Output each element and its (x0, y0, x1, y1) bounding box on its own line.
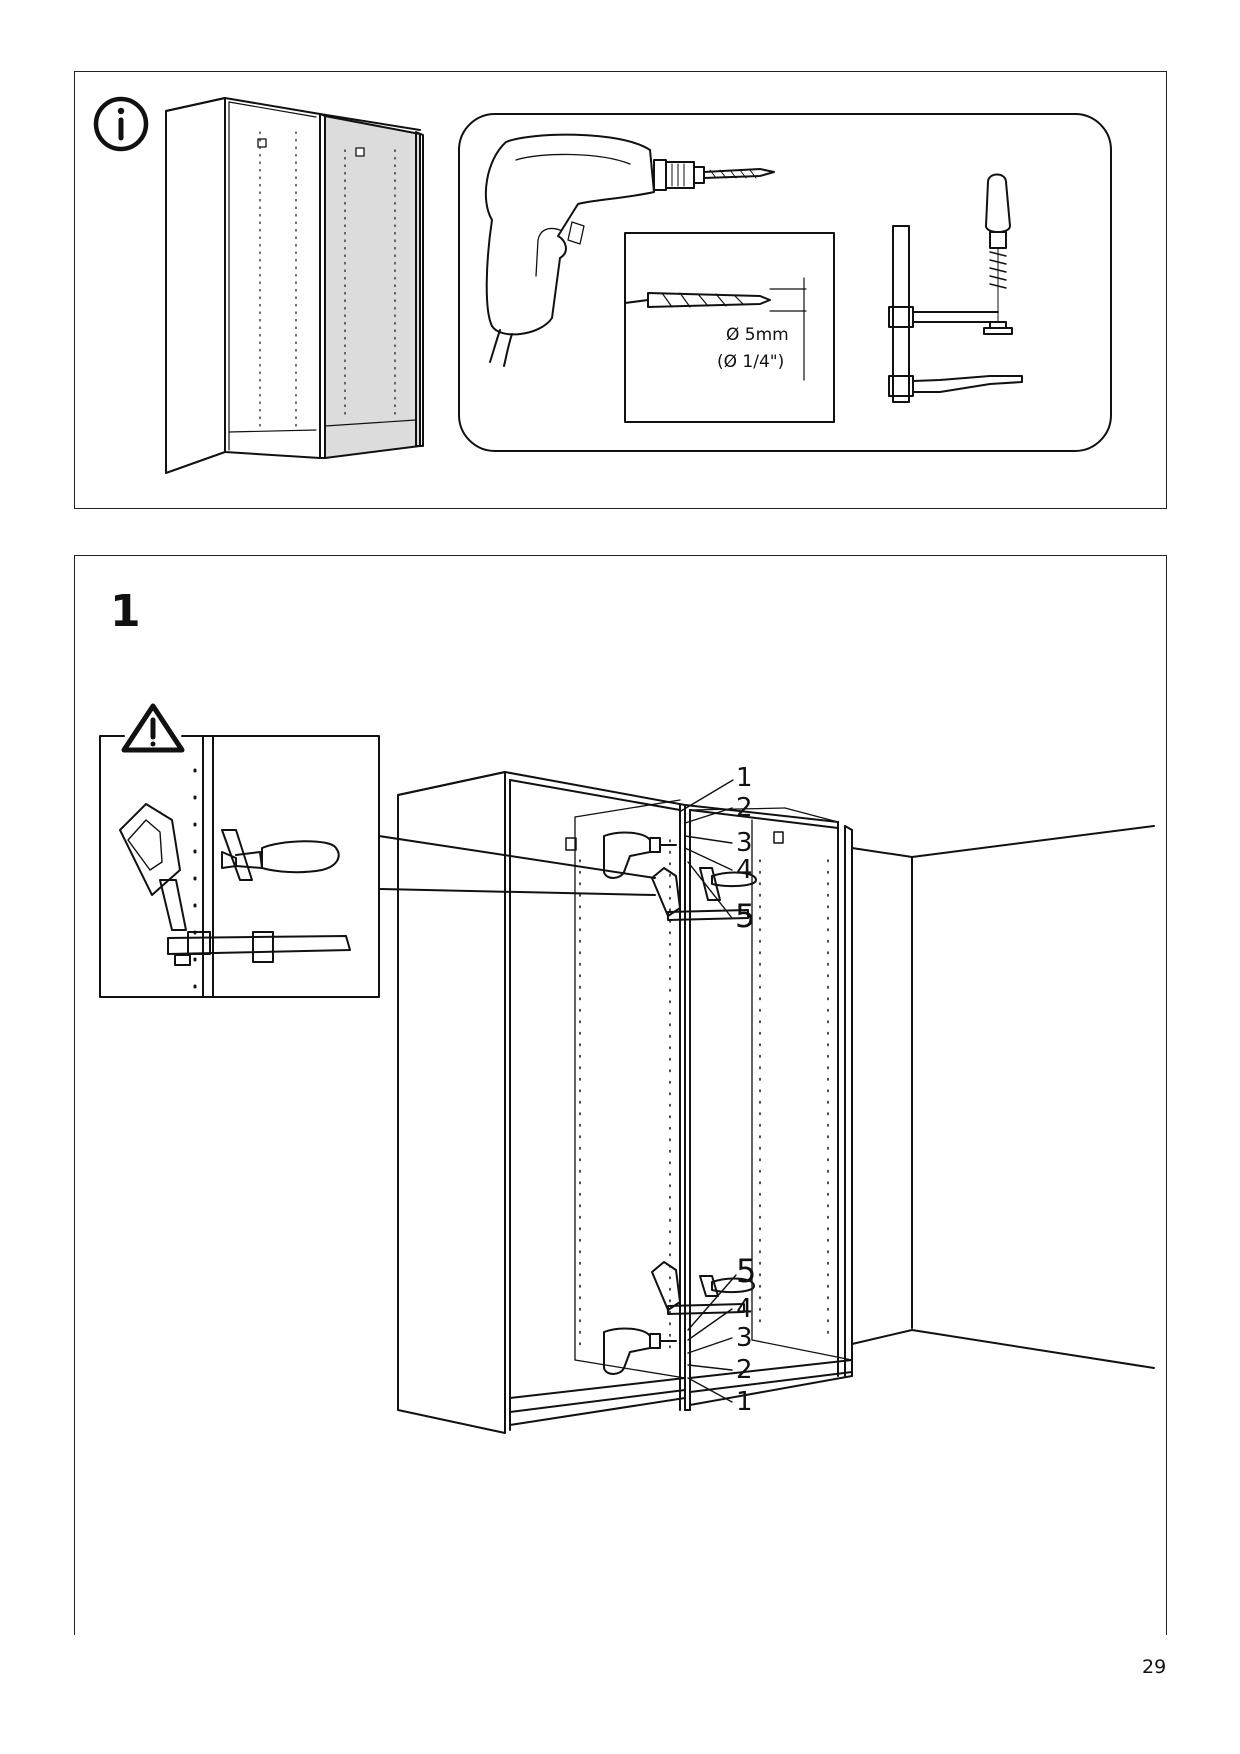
clamp-detail-inset (99, 735, 380, 998)
page-number: 29 (1142, 1656, 1167, 1678)
drill-top-icon (603, 831, 677, 879)
room-walls (851, 825, 1155, 1369)
drill-size-inch-label: (Ø 1/4") (717, 352, 785, 372)
callout-top-2: 2 (736, 793, 753, 823)
tools-box (458, 113, 1112, 452)
callout-bottom-2: 2 (736, 1355, 753, 1385)
callout-top-3: 3 (736, 828, 753, 858)
step-number: 1 (110, 586, 141, 637)
clamp-icon (888, 173, 1023, 403)
warning-icon (121, 703, 185, 753)
drill-bit-detail (624, 232, 835, 423)
callout-top-5: 5 (735, 897, 756, 935)
callout-bottom-4: 4 (736, 1294, 753, 1324)
callout-top-4: 4 (736, 855, 753, 885)
drill-size-mm-label: Ø 5mm (726, 325, 789, 345)
callout-leaders-bottom (687, 1274, 737, 1403)
step-panel (74, 555, 1167, 1635)
info-panel (74, 71, 1167, 509)
info-icon (93, 96, 149, 152)
drill-icon (484, 133, 775, 367)
clamp-top-icon (651, 867, 757, 921)
wardrobe-frames (397, 771, 853, 1434)
drill-bottom-icon (603, 1327, 677, 1375)
callout-top-1: 1 (736, 763, 753, 793)
callout-bottom-1: 1 (736, 1387, 753, 1417)
wardrobe-overview-illustration (165, 97, 424, 474)
callout-bottom-5: 5 (736, 1252, 757, 1290)
callout-leaders-top (680, 779, 734, 919)
callout-bottom-3: 3 (736, 1323, 753, 1353)
